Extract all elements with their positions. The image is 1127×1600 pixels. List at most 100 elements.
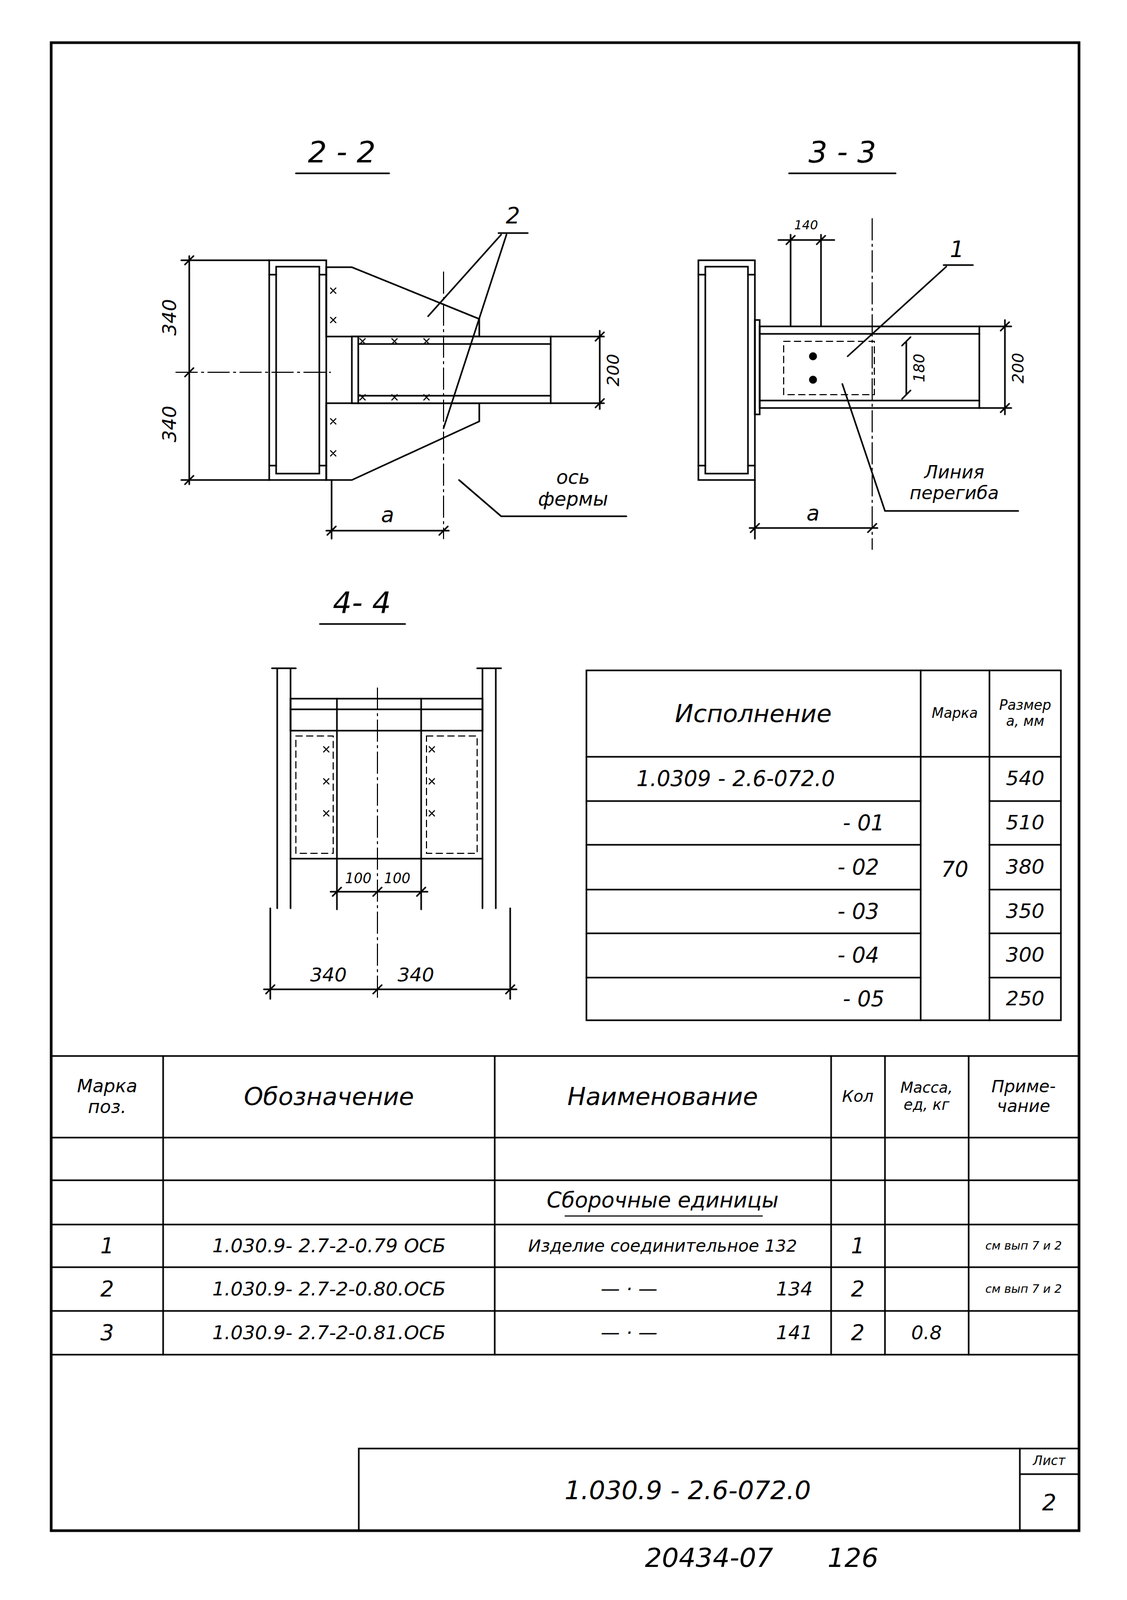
table-cell: - 03: [835, 898, 881, 924]
section-2-2: [295, 172, 390, 175]
title-block: [358, 1447, 1080, 1531]
section-4-4: [271, 667, 502, 908]
table-cell: 2: [849, 1276, 866, 1301]
section-3-3: [847, 264, 973, 357]
section-3-3: [705, 266, 748, 474]
table-cell: - 05: [841, 986, 887, 1011]
dimension-text: 140: [792, 218, 820, 233]
section-2-2: [351, 336, 551, 404]
table-cell: 350: [1004, 899, 1047, 923]
specification-table: [51, 1055, 1080, 1355]
sheet-number: 2: [1040, 1489, 1059, 1516]
table-cell: - 01: [841, 810, 887, 835]
execution-table: [989, 800, 1061, 978]
section-2-2: [175, 173, 627, 539]
section-3-3: [778, 234, 835, 326]
section-2-2: [269, 274, 327, 466]
section-3-3: [842, 383, 1019, 511]
table-cell: 1: [849, 1233, 866, 1258]
leader-note: Линия перегиба: [902, 461, 1007, 504]
section-4-4: [426, 735, 478, 853]
table-cell: 70: [939, 856, 971, 882]
section-3-3: [789, 172, 896, 175]
section-title: 3 - 3: [806, 134, 878, 169]
section-2-2: [326, 403, 480, 480]
table-cell: 134: [774, 1277, 815, 1300]
callout-number: 2: [504, 203, 522, 229]
table-cell: 540: [1004, 766, 1047, 791]
table-header: Марка поз.: [60, 1075, 155, 1117]
table-cell: - 04: [835, 942, 881, 968]
table-cell: 510: [1004, 810, 1047, 835]
table-group-title: Сборочные единицы: [545, 1187, 781, 1212]
table-header: Кол: [840, 1087, 876, 1106]
execution-table: [586, 800, 921, 978]
callout-number: 1: [948, 236, 966, 263]
section-title: 4- 4: [331, 585, 393, 620]
section-3-3: [871, 218, 873, 550]
table-cell: - 02: [835, 854, 881, 880]
table-cell: 1.030.9- 2.7-2-0.81.ОСБ: [210, 1321, 448, 1343]
table-cell: 380: [1004, 855, 1047, 879]
section-4-4: [263, 907, 517, 999]
section-2-2: [326, 479, 449, 539]
dimension-text: 200: [603, 351, 624, 388]
table-cell: 0.8: [909, 1321, 944, 1343]
table-cell: 1.0309 - 2.6-072.0: [634, 766, 837, 791]
section-3-3: [759, 326, 980, 408]
table-header: Приме- чание: [971, 1076, 1076, 1116]
title-block: [1019, 1447, 1080, 1531]
table-cell: см вып 7 и 2: [983, 1238, 1064, 1252]
specification-table: [163, 1055, 969, 1355]
section-2-2: [326, 267, 480, 337]
table-header: Наименование: [565, 1082, 760, 1111]
table-header: Исполнение: [673, 699, 834, 728]
dimension-text: 340: [158, 297, 181, 338]
drawing-number: 1.030.9 - 2.6-072.0: [562, 1475, 813, 1505]
archive-number: 20434-07: [643, 1542, 776, 1574]
specification-table: [565, 1214, 763, 1217]
table-cell: 300: [1004, 943, 1047, 967]
execution-table: [586, 670, 1061, 1020]
section-3-3: [698, 173, 1019, 550]
dimension-text: 100: [382, 870, 413, 887]
dimension-text: 340: [396, 963, 437, 986]
section-4-4: [290, 698, 483, 859]
section-3-3: [979, 319, 1012, 415]
section-4-4: [290, 698, 483, 731]
execution-table: [586, 670, 1061, 1020]
section-4-4: [319, 623, 406, 625]
table-header: Обозначение: [242, 1082, 416, 1111]
section-2-2: [269, 260, 327, 480]
table-cell: — · —: [599, 1277, 659, 1300]
table-cell: — · —: [599, 1321, 659, 1343]
section-2-2: [184, 255, 194, 485]
dimension-text: 180: [911, 351, 929, 384]
table-cell: 1.030.9- 2.7-2-0.79 ОСБ: [210, 1234, 448, 1257]
dimension-text: 340: [158, 404, 181, 445]
archive-number: 126: [825, 1542, 880, 1574]
section-2-2: [428, 232, 528, 429]
table-header: Масса, ед, кг: [887, 1079, 966, 1114]
section-4-4: [323, 746, 435, 816]
section-2-2: [175, 371, 331, 373]
section-4-4: [295, 735, 334, 853]
title-block: [358, 1447, 1080, 1531]
section-3-3: [809, 352, 817, 360]
section-2-2: [550, 330, 605, 409]
dimension-text: 200: [1009, 350, 1028, 385]
drawing-lines: [51, 42, 1080, 1531]
section-3-3: [749, 479, 878, 539]
table-header: Размер а, мм: [991, 697, 1059, 730]
execution-table: [586, 670, 1061, 1020]
section-2-2: [181, 255, 270, 485]
table-header: Марка: [930, 705, 980, 722]
dimension-text: а: [805, 500, 822, 526]
section-4-4: [376, 687, 378, 997]
section-4-4: [290, 708, 483, 711]
table-cell: 2: [98, 1276, 116, 1301]
section-3-3: [783, 341, 875, 395]
table-cell: 250: [1004, 986, 1047, 1011]
section-3-3: [809, 376, 817, 383]
